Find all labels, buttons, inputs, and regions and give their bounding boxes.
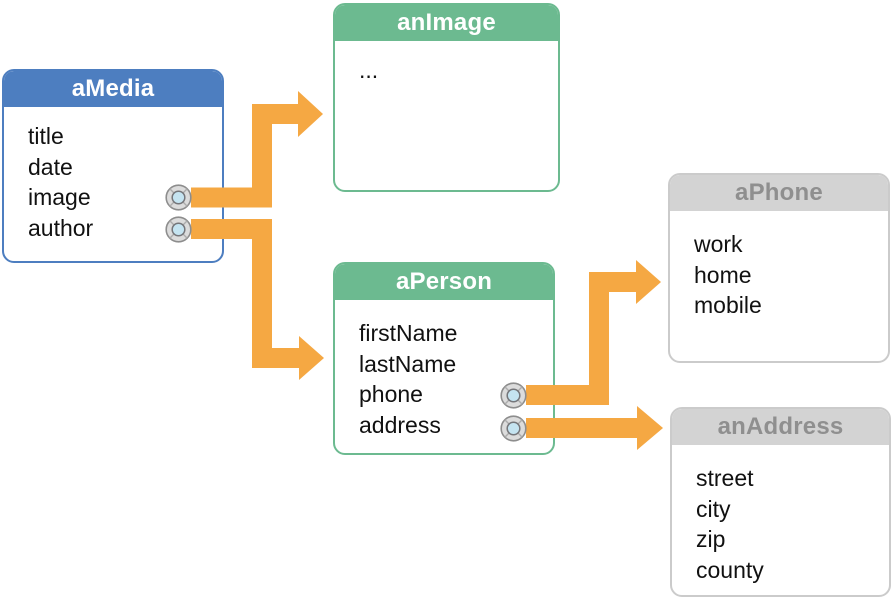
entity-body: street city zip county — [672, 445, 889, 585]
field-row-work: work — [694, 229, 864, 260]
field-label: date — [28, 153, 73, 180]
field-label: lastName — [359, 350, 457, 377]
arrowhead-icon — [299, 336, 324, 380]
entity-body: title date image author — [4, 107, 222, 243]
field-row-home: home — [694, 260, 864, 291]
entity-body: work home mobile — [670, 211, 888, 321]
field-label: zip — [696, 526, 726, 552]
field-row-mobile: mobile — [694, 290, 864, 321]
field-row-address: address — [359, 410, 529, 441]
entity-header-aphone: aPhone — [670, 175, 888, 211]
entity-title: aPerson — [395, 268, 493, 295]
field-row-title: title — [28, 121, 198, 152]
entity-box-aphone: aPhone work home mobile — [668, 173, 890, 363]
field-label: work — [694, 231, 743, 257]
field-label: ... — [359, 57, 379, 83]
arrowhead-icon — [298, 91, 323, 137]
field-row-lastname: lastName — [359, 349, 529, 380]
entity-header-aperson: aPerson — [335, 264, 553, 300]
connection-well-address-icon — [500, 415, 527, 442]
field-label: home — [694, 261, 752, 288]
field-label: phone — [359, 381, 423, 407]
field-row-county: county — [696, 555, 865, 586]
field-row-street: street — [696, 463, 865, 494]
entity-title: anImage — [397, 9, 496, 36]
connection-well-image-icon — [165, 184, 192, 211]
entity-header-animage: anImage — [335, 5, 558, 41]
entity-box-animage: anImage ... — [333, 3, 560, 192]
entity-body: firstName lastName phone address — [335, 300, 553, 440]
field-label: city — [696, 495, 731, 522]
entity-box-amedia: aMedia title date image author — [2, 69, 224, 263]
field-label: county — [696, 556, 764, 583]
field-label: street — [696, 465, 754, 491]
entity-header-anaddress: anAddress — [672, 409, 889, 445]
field-row-date: date — [28, 152, 198, 183]
field-row-zip: zip — [696, 524, 865, 555]
field-row-image: image — [28, 182, 198, 213]
arrowhead-icon — [636, 260, 661, 304]
field-row-city: city — [696, 494, 865, 525]
entity-title: aPhone — [735, 179, 823, 206]
entity-header-amedia: aMedia — [4, 71, 222, 107]
arrowhead-icon — [637, 406, 663, 450]
field-label: image — [28, 184, 91, 210]
field-row-phone: phone — [359, 379, 529, 410]
entity-box-anaddress: anAddress street city zip county — [670, 407, 891, 597]
connection-well-author-icon — [165, 216, 192, 243]
field-row-ellipsis: ... — [359, 55, 534, 86]
field-label: address — [359, 411, 441, 438]
entity-body: ... — [335, 41, 558, 86]
connection-well-phone-icon — [500, 382, 527, 409]
field-label: firstName — [359, 320, 458, 346]
field-row-author: author — [28, 213, 198, 244]
field-label: mobile — [694, 292, 762, 318]
entity-title: aMedia — [71, 75, 155, 102]
field-row-firstname: firstName — [359, 318, 529, 349]
field-label: author — [28, 214, 94, 241]
field-label: title — [28, 123, 64, 149]
entity-title: anAddress — [717, 413, 844, 440]
